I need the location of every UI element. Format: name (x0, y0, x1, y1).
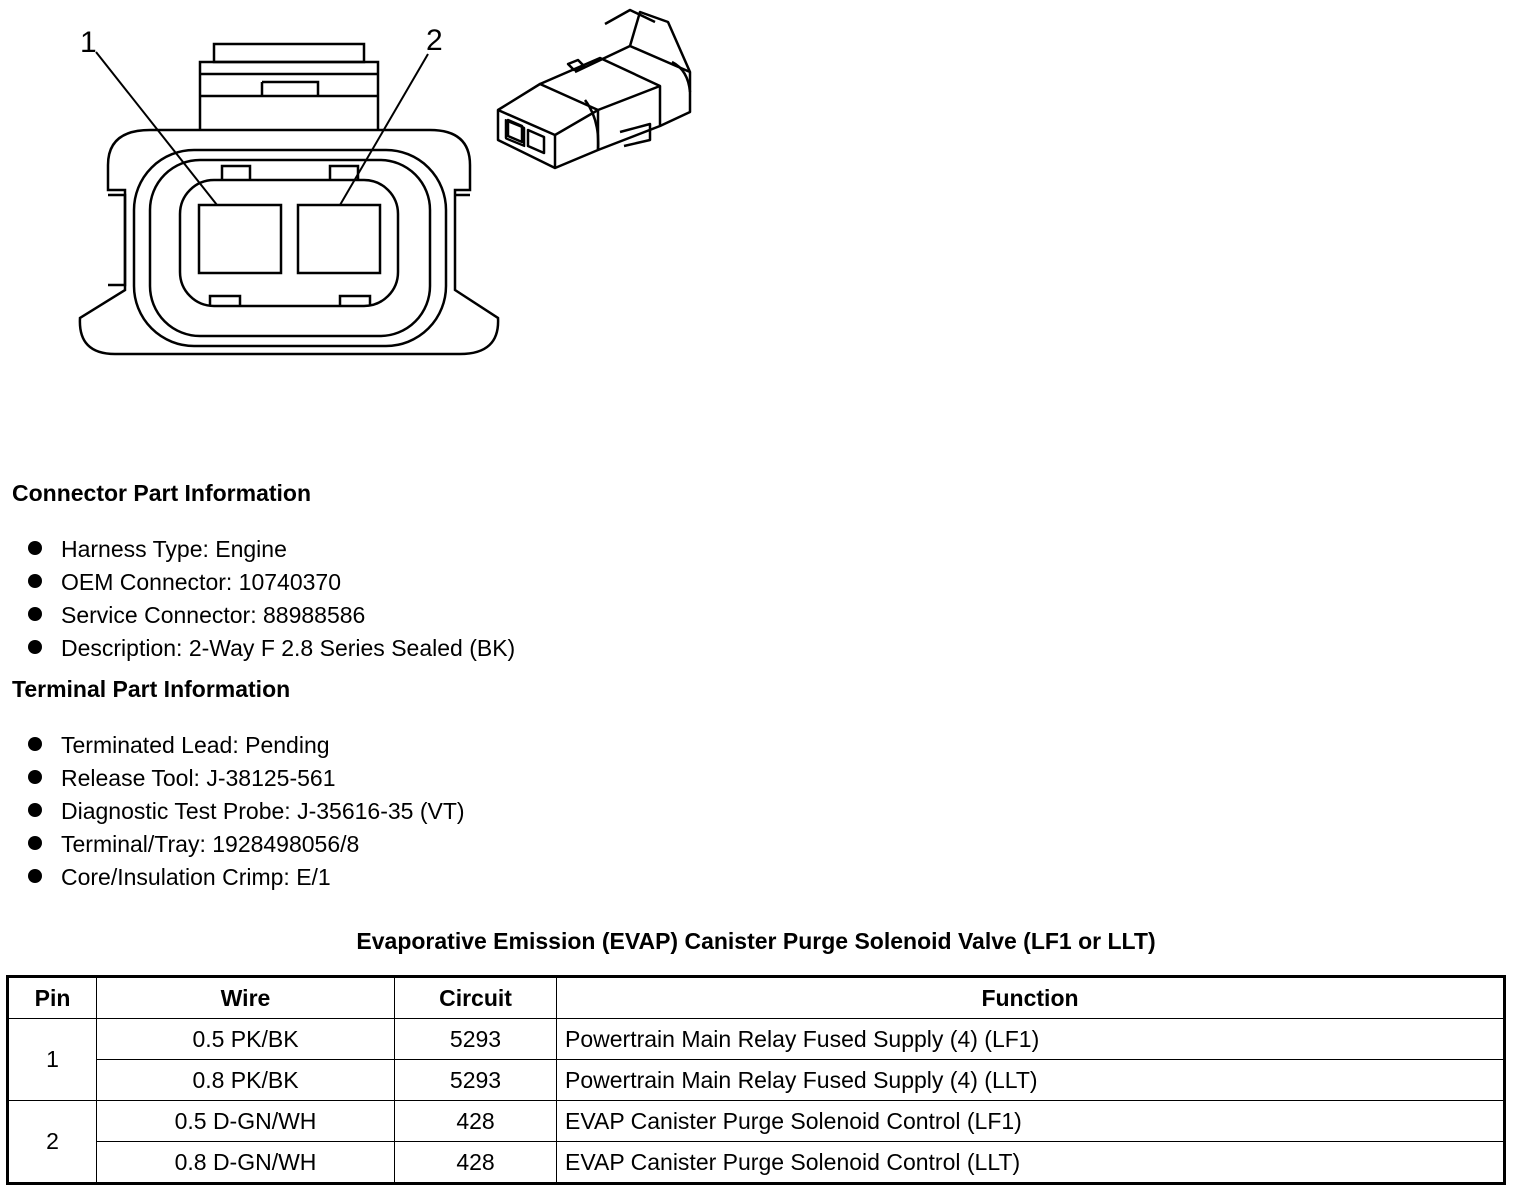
function-cell: Powertrain Main Relay Fused Supply (4) (… (556, 1018, 1505, 1060)
wire-cell: 0.8 D-GN/WH (96, 1141, 395, 1184)
bullet-icon (28, 770, 42, 784)
connector-isometric-view-icon (496, 8, 692, 170)
pinout-table: Pin Wire Circuit Function 1 0.5 PK/BK 52… (6, 975, 1506, 1185)
bullet-icon (28, 869, 42, 883)
wire-cell: 0.5 PK/BK (96, 1018, 395, 1060)
list-item: OEM Connector: 10740370 (28, 566, 515, 599)
terminal-part-info-heading: Terminal Part Information (12, 676, 291, 702)
bullet-icon (28, 836, 42, 850)
connector-part-info-heading: Connector Part Information (12, 480, 312, 506)
header-pin: Pin (7, 976, 97, 1019)
header-wire: Wire (96, 976, 395, 1019)
function-cell: EVAP Canister Purge Solenoid Control (LL… (556, 1141, 1505, 1184)
circuit-cell: 5293 (394, 1059, 557, 1101)
function-cell: EVAP Canister Purge Solenoid Control (LF… (556, 1100, 1505, 1142)
list-item: Terminal/Tray: 1928498056/8 (28, 828, 465, 861)
header-function: Function (556, 976, 1505, 1019)
bullet-icon (28, 803, 42, 817)
list-item: Description: 2-Way F 2.8 Series Sealed (… (28, 632, 515, 665)
table-title: Evaporative Emission (EVAP) Canister Pur… (356, 928, 1156, 954)
list-item: Terminated Lead: Pending (28, 729, 465, 762)
list-item: Harness Type: Engine (28, 533, 515, 566)
wire-cell: 0.8 PK/BK (96, 1059, 395, 1101)
circuit-cell: 428 (394, 1141, 557, 1184)
table-row: 0.8 D-GN/WH 428 EVAP Canister Purge Sole… (8, 1141, 1505, 1184)
bullet-icon (28, 737, 42, 751)
terminal-part-info-list: Terminated Lead: Pending Release Tool: J… (28, 729, 465, 894)
table-row: 2 0.5 D-GN/WH 428 EVAP Canister Purge So… (7, 1100, 1505, 1184)
connector-face-view-icon (78, 42, 500, 356)
table-row: 0.8 PK/BK 5293 Powertrain Main Relay Fus… (8, 1059, 1505, 1101)
bullet-icon (28, 607, 42, 621)
circuit-cell: 5293 (394, 1018, 557, 1060)
function-cell: Powertrain Main Relay Fused Supply (4) (… (556, 1059, 1505, 1101)
bullet-icon (28, 640, 42, 654)
wire-cell: 0.5 D-GN/WH (96, 1100, 395, 1142)
header-circuit: Circuit (394, 976, 557, 1019)
pin-label-1: 1 (80, 26, 97, 59)
list-item: Diagnostic Test Probe: J-35616-35 (VT) (28, 795, 465, 828)
table-header-row: Pin Wire Circuit Function (7, 976, 1505, 1019)
list-item: Core/Insulation Crimp: E/1 (28, 861, 465, 894)
circuit-cell: 428 (394, 1100, 557, 1142)
table-row: 1 0.5 PK/BK 5293 Powertrain Main Relay F… (7, 1018, 1505, 1101)
connector-diagram: 1 2 (78, 8, 692, 356)
bullet-icon (28, 541, 42, 555)
pin-cell: 2 (7, 1100, 97, 1184)
list-item: Service Connector: 88988586 (28, 599, 515, 632)
bullet-icon (28, 574, 42, 588)
pin-label-2: 2 (426, 24, 443, 57)
pin-cell: 1 (7, 1018, 97, 1101)
list-item: Release Tool: J-38125-561 (28, 762, 465, 795)
connector-part-info-list: Harness Type: Engine OEM Connector: 1074… (28, 533, 515, 665)
